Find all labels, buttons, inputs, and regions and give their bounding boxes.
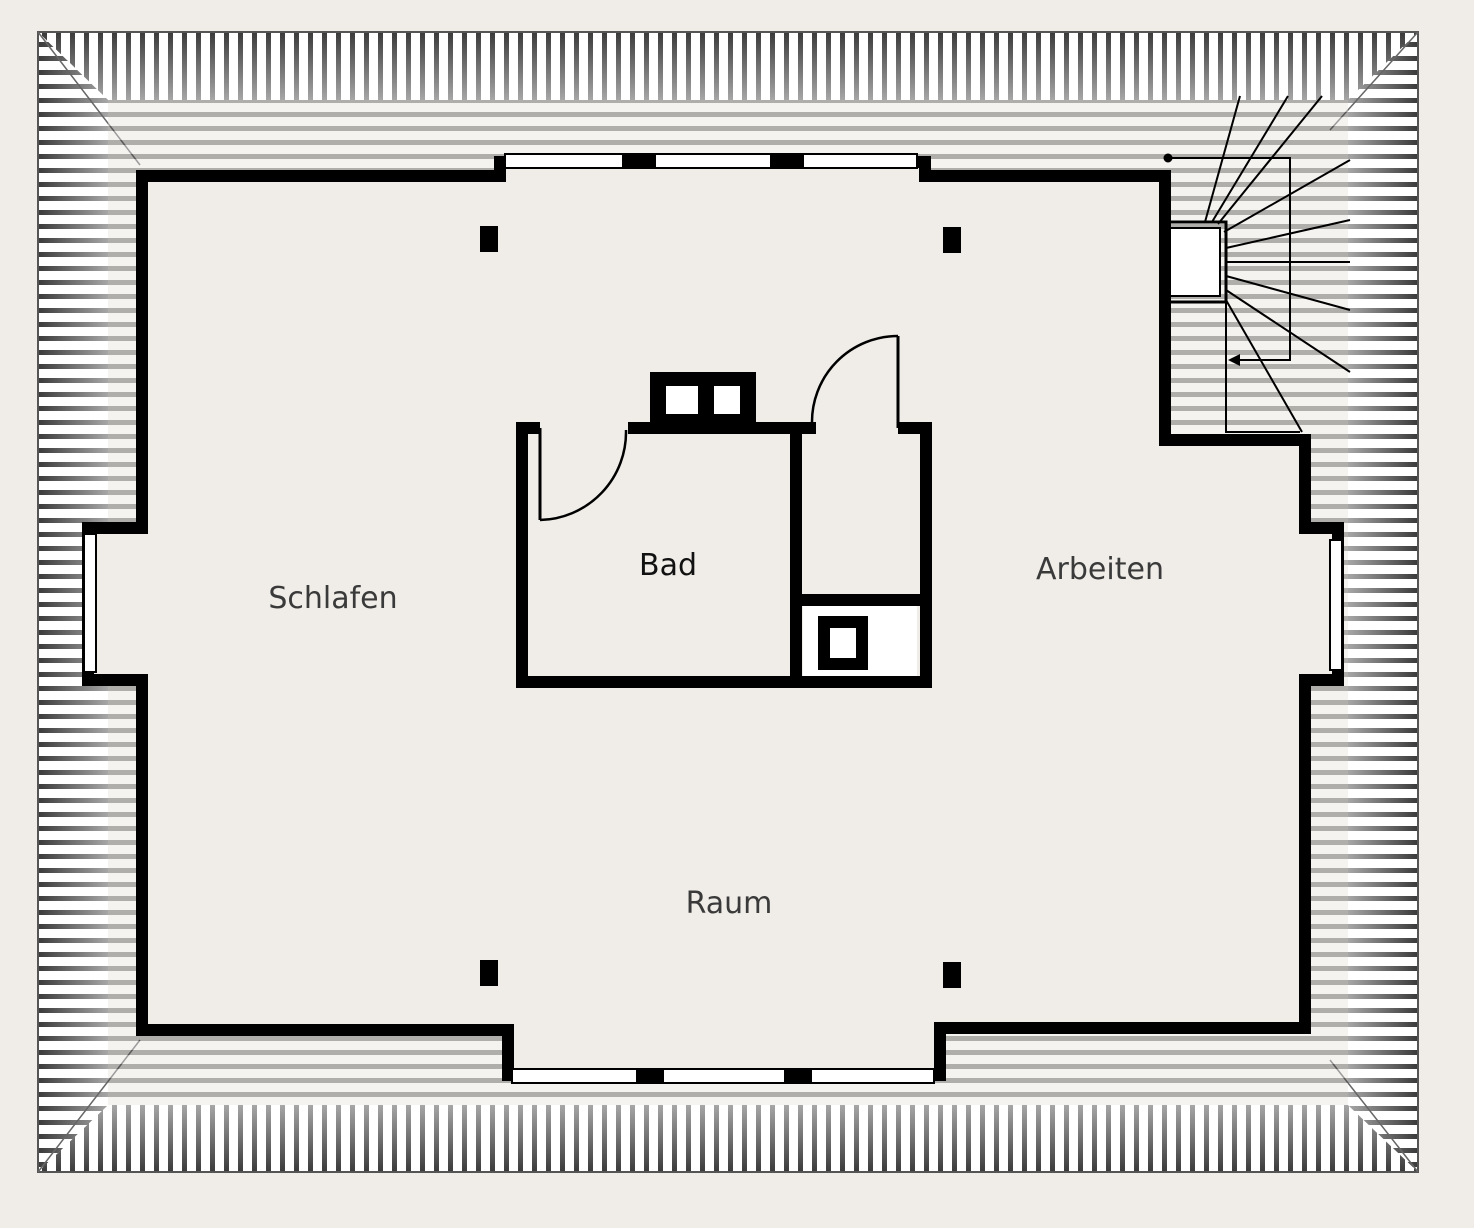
columns <box>480 226 961 988</box>
chimney-inner-icon <box>803 606 917 676</box>
column <box>943 227 961 253</box>
window-bottom <box>511 1068 935 1084</box>
window-right <box>1329 539 1343 671</box>
windows <box>83 153 1343 1084</box>
window-left <box>83 533 97 673</box>
bathroom-block <box>516 334 932 688</box>
room-label-arbeiten: Arbeiten <box>1036 552 1164 587</box>
door-closet[interactable] <box>810 334 900 428</box>
staircase-icon <box>1162 95 1351 433</box>
column <box>943 962 961 988</box>
column <box>480 960 498 986</box>
room-label-bad: Bad <box>639 548 697 583</box>
door-bad[interactable] <box>538 428 628 522</box>
room-label-raum: Raum <box>686 886 773 921</box>
window-top <box>504 153 918 169</box>
chimney-icon <box>650 372 756 428</box>
column <box>480 226 498 252</box>
room-label-schlafen: Schlafen <box>268 581 397 616</box>
floor-area <box>82 156 1344 1081</box>
